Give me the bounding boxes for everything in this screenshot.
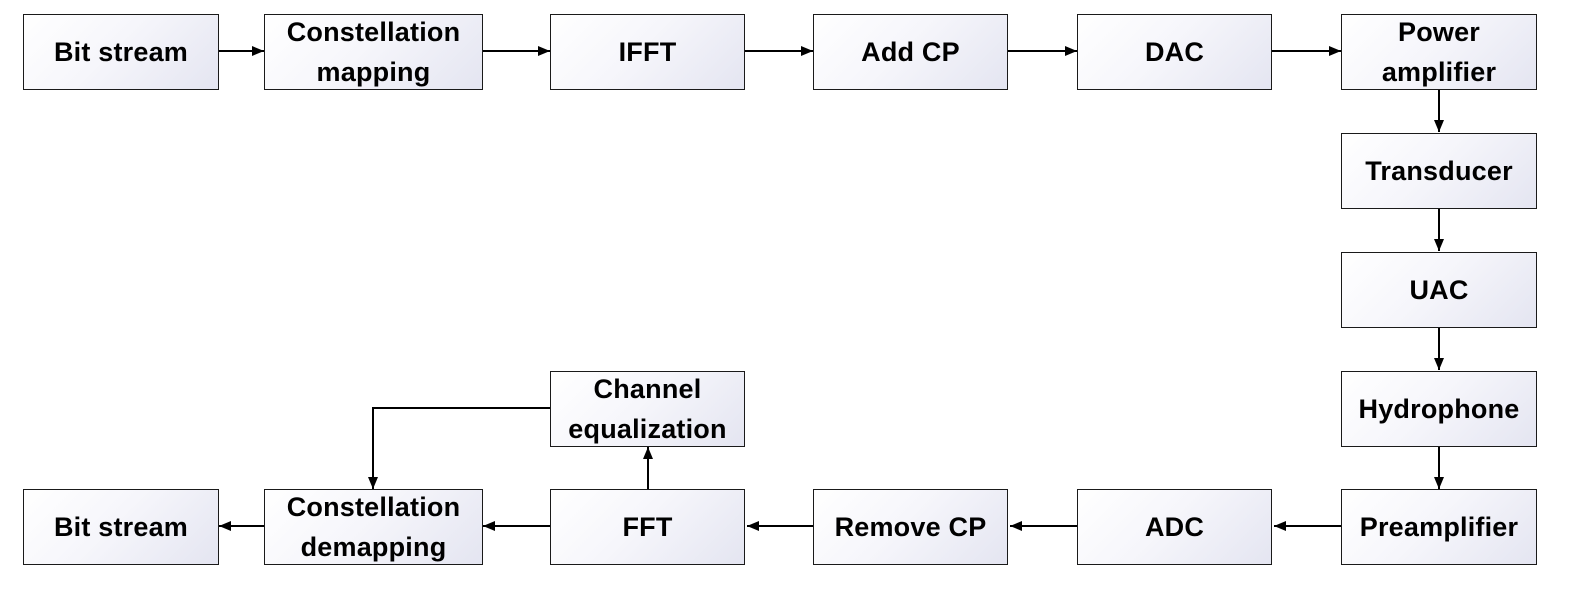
block-label: Preamplifier (1359, 512, 1519, 542)
block-constellation-demapping: Constellation demapping (264, 489, 483, 565)
block-label: IFFT (618, 37, 677, 67)
block-remove-cp: Remove CP (813, 489, 1008, 565)
block-label: Transducer (1365, 156, 1513, 186)
block-power-amplifier: Power amplifier (1341, 14, 1537, 90)
arrow-equalization-to-demapping (368, 407, 550, 489)
block-constellation-mapping: Constellation mapping (264, 14, 483, 90)
block-label: Bit stream (53, 512, 189, 542)
block-label: FFT (622, 512, 673, 542)
block-fft: FFT (550, 489, 745, 565)
block-label: Hydrophone (1358, 394, 1520, 424)
block-label: Constellation demapping (286, 492, 461, 562)
block-label: Power amplifier (1381, 17, 1497, 87)
block-label: Channel equalization (568, 374, 727, 444)
block-channel-equalization: Channel equalization (550, 371, 745, 447)
block-label: DAC (1144, 37, 1205, 67)
block-transducer: Transducer (1341, 133, 1537, 209)
block-add-cp: Add CP (813, 14, 1008, 90)
block-hydrophone: Hydrophone (1341, 371, 1537, 447)
block-ifft: IFFT (550, 14, 745, 90)
block-preamplifier: Preamplifier (1341, 489, 1537, 565)
block-label: Bit stream (53, 37, 189, 67)
block-label: Add CP (861, 37, 960, 67)
block-label: Constellation mapping (286, 17, 461, 87)
block-label: UAC (1409, 275, 1469, 305)
block-uac: UAC (1341, 252, 1537, 328)
block-dac: DAC (1077, 14, 1272, 90)
block-adc: ADC (1077, 489, 1272, 565)
block-label: Remove CP (834, 512, 987, 542)
block-label: ADC (1144, 512, 1205, 542)
block-tx-bit-stream: Bit stream (23, 14, 219, 90)
block-rx-bit-stream: Bit stream (23, 489, 219, 565)
